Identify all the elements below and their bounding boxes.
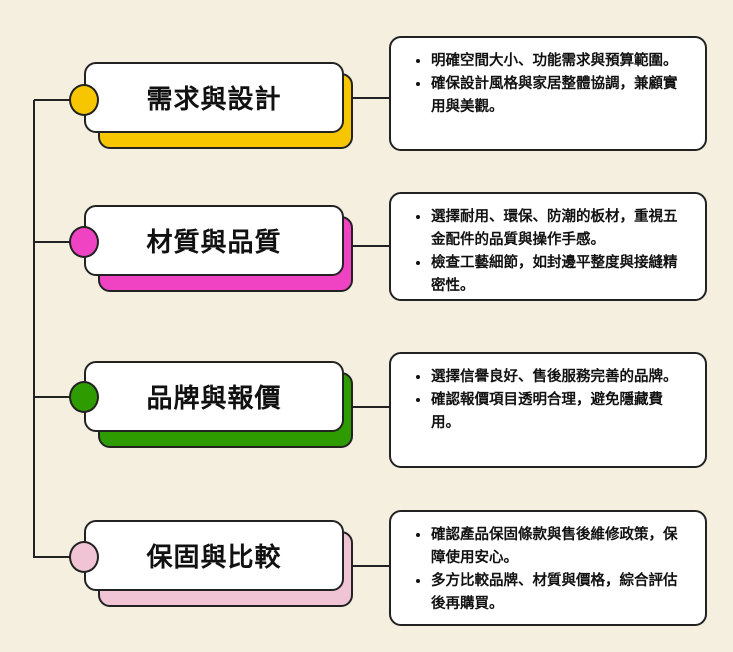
detail-box: 選擇信譽良好、售後服務完善的品牌。 確認報價項目透明合理，避免隱藏費用。 [389, 352, 707, 468]
detail-box: 明確空間大小、功能需求與預算範圍。 確保設計風格與家居整體協調，兼顧實用與美觀。 [389, 36, 707, 151]
bullet-item: 確認產品保固條款與售後維修政策，保障使用安心。 [431, 524, 691, 570]
connector-line [353, 406, 391, 408]
bullet-item: 明確空間大小、功能需求與預算範圍。 [431, 50, 691, 73]
node-dot [69, 381, 99, 413]
connector-line [353, 245, 391, 247]
bullet-item: 選擇耐用、環保、防潮的板材，重視五金配件的品質與操作手感。 [431, 206, 691, 252]
detail-box: 選擇耐用、環保、防潮的板材，重視五金配件的品質與操作手感。 檢查工藝細節，如封邊… [389, 192, 707, 301]
bullet-item: 多方比較品牌、材質與價格，綜合評估後再購買。 [431, 570, 691, 616]
topic-title: 需求與設計 [146, 85, 282, 115]
branch-line [34, 241, 74, 243]
detail-box: 確認產品保固條款與售後維修政策，保障使用安心。 多方比較品牌、材質與價格，綜合評… [389, 510, 707, 626]
topic-title: 保固與比較 [146, 543, 282, 573]
topic-title: 品牌與報價 [146, 384, 282, 414]
branch-line [34, 556, 74, 558]
node-dot [69, 541, 99, 573]
bullet-item: 確認報價項目透明合理，避免隱藏費用。 [431, 389, 691, 435]
topic-title-box: 需求與設計 [84, 62, 344, 133]
topic-title: 材質與品質 [146, 228, 282, 258]
node-dot [69, 84, 99, 116]
branch-line [34, 99, 74, 101]
topic-title-box: 品牌與報價 [84, 361, 344, 432]
node-dot [69, 226, 99, 258]
bullet-item: 選擇信譽良好、售後服務完善的品牌。 [431, 366, 691, 389]
topic-title-box: 材質與品質 [84, 205, 344, 276]
connector-line [353, 97, 391, 99]
bullet-item: 確保設計風格與家居整體協調，兼顧實用與美觀。 [431, 73, 691, 119]
trunk-line [33, 100, 35, 558]
connector-line [353, 565, 391, 567]
topic-title-box: 保固與比較 [84, 520, 344, 591]
bullet-item: 檢查工藝細節，如封邊平整度與接縫精密性。 [431, 252, 691, 298]
branch-line [34, 396, 74, 398]
